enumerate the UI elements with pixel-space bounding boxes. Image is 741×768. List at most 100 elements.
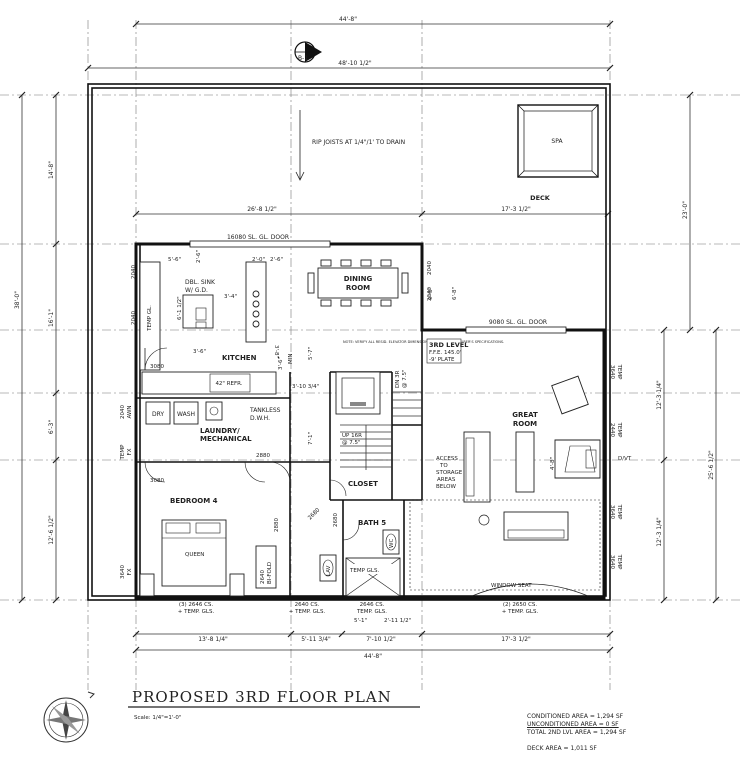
spa-label: SPA	[551, 138, 563, 145]
dim-bottom-seg3: 7'-10 1/2"	[366, 636, 396, 643]
dim-bottom-seg4: 17'-3 1/2"	[501, 636, 531, 643]
laundry-room: DRY WASH TANKLESS D.W.H. LAUNDRY/ MECHAN…	[145, 401, 281, 443]
access-note-4: AREAS	[437, 477, 456, 483]
great-room-label-2: ROOM	[513, 420, 537, 428]
top-dimensions: 44'-8" 48'-10 1/2" 26'-8 1/2" 17'-3 1/2"	[84, 16, 614, 218]
shower-label: TEMP GLS.	[349, 568, 379, 574]
section-marker-label: B-1	[298, 55, 308, 62]
sliding-door-dining: 16080 SL. GL. DOOR	[189, 234, 331, 248]
sink-label-1: DBL. SINK	[185, 279, 216, 286]
door-closet: 2680	[307, 507, 321, 521]
lav-label: LAV	[326, 565, 332, 576]
dim-left-top: 14'-8"	[48, 161, 55, 179]
north-arrow-compass	[43, 691, 95, 743]
stair-dn-label: DN 3R	[395, 370, 401, 388]
bifold-label-2: BI-FOLD	[267, 562, 273, 584]
window-gr-3b: TEMP	[616, 504, 622, 521]
dim-top-overall: 44'-8"	[339, 16, 357, 23]
queen-label: QUEEN	[185, 552, 204, 558]
window-bottom-3b: TEMP. GLS.	[356, 609, 387, 615]
window-bottom-3: 2646 CS.	[360, 602, 385, 608]
dining-room: DINING ROOM	[307, 259, 409, 307]
window-din-right-2: 2040	[427, 287, 433, 301]
window-gr-4b: TEMP	[616, 554, 622, 571]
window-din-right: 2040	[427, 261, 433, 275]
bath-label: BATH 5	[358, 519, 386, 527]
wc-label: WC	[389, 539, 395, 548]
sink-label-2: W/ G.D.	[185, 287, 208, 294]
tankless-label-2: D.W.H.	[250, 415, 270, 422]
window-bottom-2: 2640 CS.	[295, 602, 320, 608]
kitchen-label: KITCHEN	[222, 354, 257, 362]
door-bed-2: 2880	[274, 518, 280, 532]
dim-k10: 9'-8"	[428, 287, 434, 300]
laundry-label-2: MECHANICAL	[200, 435, 252, 443]
window-gr-2: 2440	[609, 423, 615, 437]
dim-left-bottom: 12'-6 1/2"	[48, 515, 55, 545]
window-bottom-2b: + TEMP. GLS.	[289, 609, 326, 615]
window-gr-1b: TEMP	[616, 364, 622, 381]
deck-area: DECK AREA = 1,011 SF	[527, 745, 597, 752]
dim-right-total: 25'-6 1/2"	[708, 450, 715, 480]
dim-k1: 5'-6"	[168, 257, 181, 263]
window-temp-fx: TEMP	[120, 444, 126, 461]
bifold-label-1: 2640	[260, 570, 266, 584]
bedroom-4: QUEEN BEDROOM 4 2640 BI-FOLD	[139, 497, 277, 597]
dim-left-mid: 16'-1"	[48, 309, 55, 327]
great-room-label-1: GREAT	[512, 411, 538, 419]
dim-left-lower: 6'-3"	[48, 420, 55, 434]
bath-5: BATH 5 TEMP GLS. WC LAV	[319, 519, 401, 597]
window-labels: 2040 2040 TEMP GL. 2040 2040 2040 AWN TE…	[120, 261, 622, 615]
sl-door-gr-label: 9080 SL. GL. DOOR	[489, 319, 547, 326]
rip-joists-note: RIP JOISTS AT 1/4"/1' TO DRAIN	[312, 139, 405, 146]
dim-k11: 5'-7"	[308, 347, 314, 360]
dim-bottom-seg2: 5'-11 3/4"	[301, 636, 331, 643]
elevator-note: NOTE: VERIFY ALL RESID. ELEVATOR DIMENSI…	[343, 340, 504, 344]
stair-up-label: UP 16R	[342, 433, 362, 439]
dim-top-inner: 48'-10 1/2"	[338, 60, 372, 67]
bottom-dimensions: 13'-8 1/4" 5'-11 3/4" 7'-10 1/2" 17'-3 1…	[132, 630, 614, 660]
section-marker: B-1	[294, 41, 322, 63]
window-din-left: 2040	[131, 265, 137, 279]
unconditioned-area: UNCONDITIONED AREA = 0 SF	[527, 721, 619, 728]
level-note-3: -9' PLATE	[429, 357, 455, 363]
window-bottom-4: (2) 2650 CS.	[503, 602, 538, 608]
dim-s1: 7'-1"	[308, 432, 314, 445]
left-dimensions: 38'-0" 14'-8" 16'-1" 6'-3" 12'-6 1/2"	[14, 91, 60, 604]
dim-k5: 3'-4"	[224, 294, 237, 300]
access-note-5: BELOW	[436, 484, 456, 490]
dvt-label: D/VT	[618, 456, 632, 462]
window-gr-3: 3640	[609, 505, 615, 519]
window-bed-left: 3640	[120, 565, 126, 579]
window-kit-temp: TEMP GL.	[147, 305, 153, 332]
plan-title: PROPOSED 3RD FLOOR PLAN	[132, 688, 392, 706]
deck-label: DECK	[530, 194, 551, 202]
door-kitchen: 3080	[150, 364, 164, 370]
window-bottom-4b: + TEMP. GLS.	[502, 609, 539, 615]
dim-k8: 3'-6"	[278, 357, 284, 370]
elevator: NOTE: VERIFY ALL RESID. ELEVATOR DIMENSI…	[335, 340, 504, 415]
window-bed-left-fx: FX	[127, 568, 133, 575]
refr-label: 42" REFR.	[215, 381, 242, 387]
drawing-title: PROPOSED 3RD FLOOR PLAN Scale: 1/4"=1'-0…	[128, 688, 420, 721]
dining-label-1: DINING	[344, 275, 373, 283]
door-bed: 3080	[150, 478, 164, 484]
window-seat-label: WINDOW SEAT	[491, 583, 532, 589]
level-note-1: 3RD LEVEL	[429, 341, 468, 349]
dim-deck-right: 17'-3 1/2"	[501, 206, 531, 213]
door-bath: 2680	[333, 513, 339, 527]
wash-label: WASH	[177, 411, 195, 418]
dim-k9: 3'-10 3/4"	[292, 384, 319, 390]
sliding-door-great-room: 9080 SL. GL. DOOR	[465, 319, 567, 334]
dim-right-bottom: 12'-3 1/4"	[656, 517, 663, 547]
dim-k2: 2'-6"	[196, 250, 202, 263]
bedroom-label: BEDROOM 4	[170, 497, 218, 505]
dim-k12: 6'-8"	[452, 287, 458, 300]
window-gr-1: 3640	[609, 365, 615, 379]
stair-up-label-2: @ 7.5"	[342, 440, 361, 446]
closet-label: CLOSET	[348, 480, 378, 488]
tankless-label-1: TANKLESS	[249, 407, 281, 414]
dim-k4: 2'-6"	[270, 257, 283, 263]
conditioned-area: CONDITIONED AREA = 1,294 SF	[527, 713, 624, 720]
